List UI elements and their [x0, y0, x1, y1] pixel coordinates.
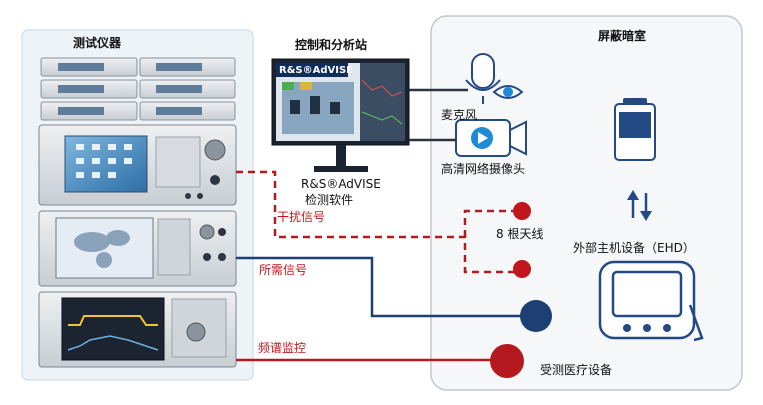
antenna-node-lower	[513, 260, 531, 278]
camera-icon	[455, 119, 527, 157]
software-label-line2: 检测软件	[305, 193, 354, 207]
ehd-label: 外部主机设备（EHD）	[573, 241, 695, 255]
signal-generator-2	[38, 210, 237, 287]
camera-label: 高清网络摄像头	[441, 162, 526, 176]
microphone-label: 麦克风	[441, 108, 478, 122]
monitor	[271, 58, 410, 172]
control-station-title: 控制和分析站	[295, 38, 368, 52]
required-signal-label: 所需信号	[259, 263, 308, 277]
bidirectional-arrow-icon	[627, 190, 652, 221]
signal-generator-1	[38, 124, 237, 206]
required-signal-node	[520, 300, 552, 332]
interference-signal-line	[236, 170, 520, 274]
test-instruments-title: 测试仪器	[73, 36, 122, 50]
monitor-brand-text: R&S®AdVISE	[279, 65, 354, 76]
medical-device-icon	[598, 260, 704, 342]
shielded-room-title: 屏蔽暗室	[598, 29, 647, 43]
antennas-label: 8 根天线	[496, 227, 544, 241]
antenna-node-upper	[513, 202, 531, 220]
spectrum-analyzer	[38, 291, 237, 368]
spectrum-monitor-node	[490, 344, 524, 378]
interference-signal-label: 干扰信号	[277, 210, 326, 224]
dut-label: 受测医疗设备	[540, 363, 613, 377]
connection-lines	[236, 88, 534, 362]
microphone-icon	[465, 53, 524, 104]
power-supply-units	[40, 57, 236, 121]
software-label-line1: R&S®AdVISE	[301, 177, 381, 191]
spectrum-monitor-label: 频谱监控	[258, 341, 307, 355]
ehd-icon	[614, 98, 656, 161]
required-signal-line	[236, 256, 534, 318]
